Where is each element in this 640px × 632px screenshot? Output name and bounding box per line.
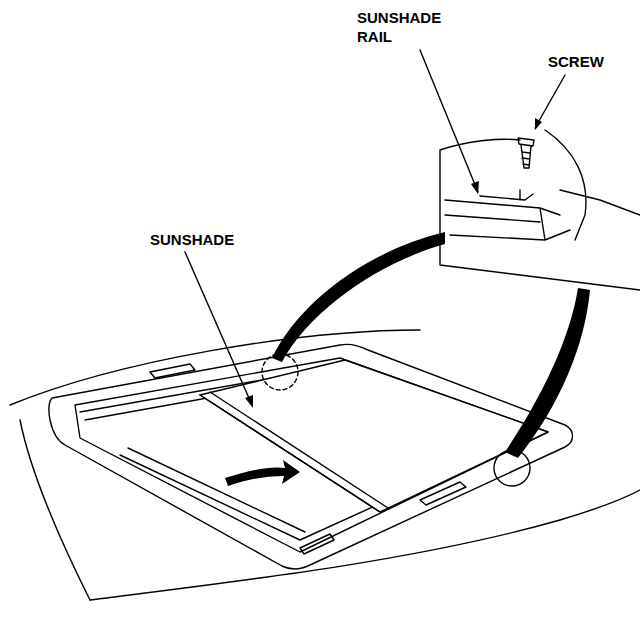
part-label: SUNSHADE [148,230,236,249]
roof-edge [20,420,90,600]
inset-box [440,139,640,290]
leader-line [420,50,478,192]
arrowhead [471,181,479,194]
push-arrow [225,460,300,486]
sunroof-frame [49,344,573,569]
part-label: SCREW [546,52,606,71]
arrowhead [245,395,253,408]
roof-edge [90,490,640,600]
detail-circle [494,450,530,486]
screw [518,138,534,168]
leader-line [185,252,252,405]
sunshade-bar [200,392,388,512]
sunshade-panel [200,360,548,512]
sunroof-opening [75,358,548,552]
detail-band [505,288,590,458]
leader-line [535,75,565,128]
arrowhead [535,118,542,130]
detail-band [272,232,445,362]
part-label: SUNSHADE RAIL [355,8,451,46]
inset-rail [445,200,570,240]
inset-rail [480,190,533,200]
inset-trim [545,130,640,240]
